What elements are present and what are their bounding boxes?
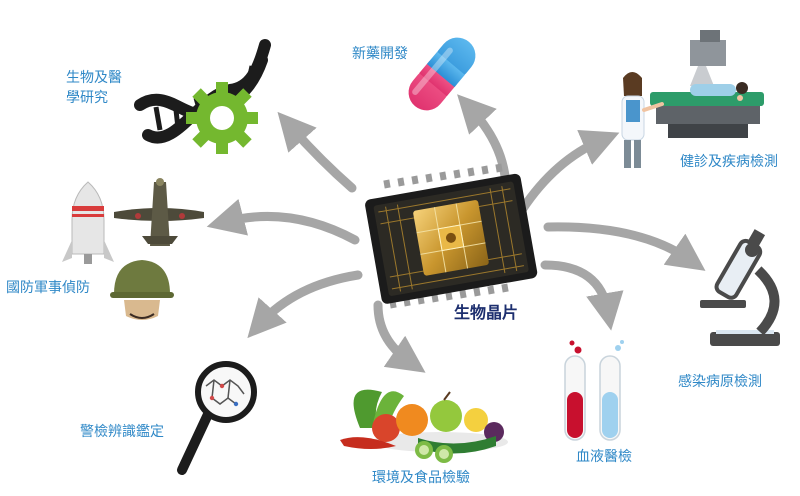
microscope-icon	[700, 229, 780, 346]
test-tubes-icon	[564, 340, 624, 441]
center-label: 生物晶片	[454, 303, 519, 322]
rocket-plane-helmet-icon	[62, 178, 204, 320]
capsule-icon	[408, 37, 476, 111]
biochip-icon	[365, 163, 538, 309]
arrow-to-pathogen	[543, 222, 706, 271]
arrow-to-blood	[540, 260, 624, 331]
vegetables-fruits-icon	[340, 389, 508, 463]
dna-gear-icon	[134, 39, 271, 154]
label-food: 環境及食品檢驗	[372, 470, 470, 486]
arrow-to-defense	[206, 198, 360, 245]
label-drug: 新藥開發	[352, 46, 408, 62]
arrow-to-biomedical	[277, 111, 357, 193]
arrow-to-forensic	[247, 270, 363, 339]
label-defense: 國防軍事偵防	[6, 280, 90, 296]
magnifier-icon	[177, 361, 257, 475]
arrows	[206, 94, 706, 373]
label-blood: 血液醫檢	[576, 449, 632, 465]
medical-scanner-doctor-icon	[621, 30, 764, 168]
label-forensic: 警檢辨識鑑定	[80, 424, 164, 440]
arrow-to-health	[517, 130, 620, 215]
label-biomedical: 生物及醫學研究	[66, 70, 122, 106]
arrow-to-food	[373, 300, 426, 373]
arrow-to-drug	[457, 94, 510, 181]
label-health: 健診及疾病檢測	[680, 154, 778, 170]
label-pathogen: 感染病原檢測	[678, 374, 762, 390]
